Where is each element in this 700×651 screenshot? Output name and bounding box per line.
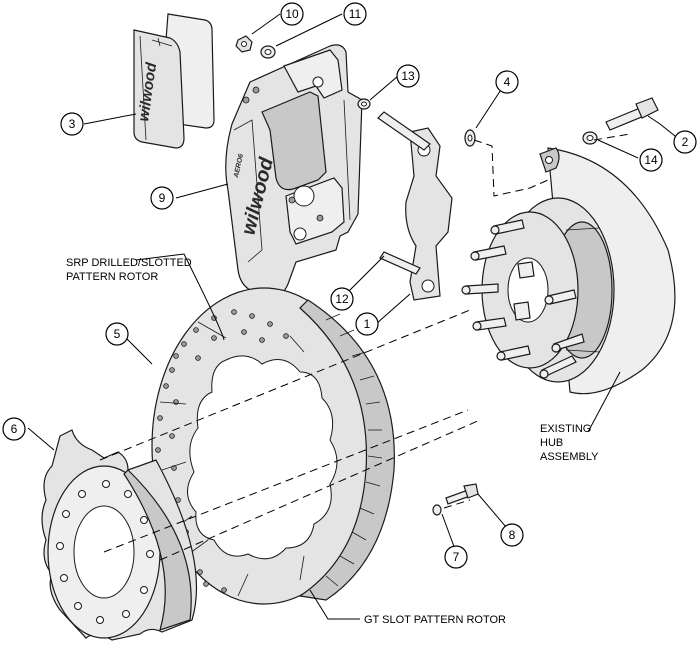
callout-4: 4 <box>495 70 519 94</box>
label-gt-rotor-text: GT SLOT PATTERN ROTOR <box>364 614 506 626</box>
label-existing-hub: EXISTING HUB ASSEMBLY <box>540 423 599 463</box>
svg-text:9: 9 <box>159 191 166 205</box>
svg-text:13: 13 <box>401 69 415 83</box>
hub-studs <box>461 219 585 379</box>
label-srp-rotor: SRP DRILLED/SLOTTED PATTERN ROTOR <box>66 257 192 283</box>
washer-14 <box>582 131 598 145</box>
callout-14: 14 <box>639 148 663 172</box>
callout-9: 9 <box>150 186 174 210</box>
assembly-centerlines <box>99 133 631 561</box>
rotor-vanes <box>325 313 383 587</box>
bolt-8 <box>445 483 479 505</box>
svg-text:5: 5 <box>114 327 121 341</box>
callout-3: 3 <box>60 112 84 136</box>
callout-5: 5 <box>105 322 129 346</box>
callout-1: 1 <box>355 312 379 336</box>
svg-text:14: 14 <box>644 153 658 167</box>
washer-13 <box>357 98 371 110</box>
svg-text:1: 1 <box>364 317 371 331</box>
caliper-bracket <box>405 127 453 301</box>
washer-4 <box>464 129 476 147</box>
svg-text:4: 4 <box>504 75 511 89</box>
svg-text:7: 7 <box>453 550 460 564</box>
svg-text:10: 10 <box>285 7 299 21</box>
label-gt-rotor: GT SLOT PATTERN ROTOR <box>364 614 506 626</box>
mounting-bolt-long <box>377 111 431 275</box>
svg-text:6: 6 <box>11 422 18 436</box>
svg-text:12: 12 <box>335 292 349 306</box>
label-hub-line-3: ASSEMBLY <box>540 451 599 463</box>
callout-13: 13 <box>396 64 420 88</box>
svg-text:3: 3 <box>69 117 76 131</box>
bolt-2 <box>605 97 659 131</box>
svg-text:2: 2 <box>682 135 689 149</box>
washer-7 <box>432 504 442 516</box>
caliper: wilwood AERO6 <box>225 44 363 297</box>
rotor-slots <box>159 321 305 597</box>
svg-text:11: 11 <box>349 7 362 21</box>
label-hub-line-2: HUB <box>540 437 563 449</box>
svg-text:8: 8 <box>509 528 516 542</box>
drilled-slotted-rotor <box>151 287 395 605</box>
callout-10: 10 <box>280 2 304 26</box>
callout-12: 12 <box>330 287 354 311</box>
label-hub-line-1: EXISTING <box>540 423 591 435</box>
callout-8: 8 <box>500 523 524 547</box>
washer-11 <box>260 45 276 59</box>
callout-11: 11 <box>343 2 367 26</box>
existing-hub-assembly <box>461 147 676 395</box>
callout-2: 2 <box>673 130 697 154</box>
nut-10 <box>235 35 253 53</box>
hat-bolt-holes <box>56 480 154 624</box>
callout-7: 7 <box>444 545 468 569</box>
callout-6: 6 <box>2 417 26 441</box>
label-srp-line-1: SRP DRILLED/SLOTTED <box>66 257 192 269</box>
label-srp-line-2: PATTERN ROTOR <box>66 271 158 283</box>
brake-pad-set: wilwood <box>133 13 215 149</box>
